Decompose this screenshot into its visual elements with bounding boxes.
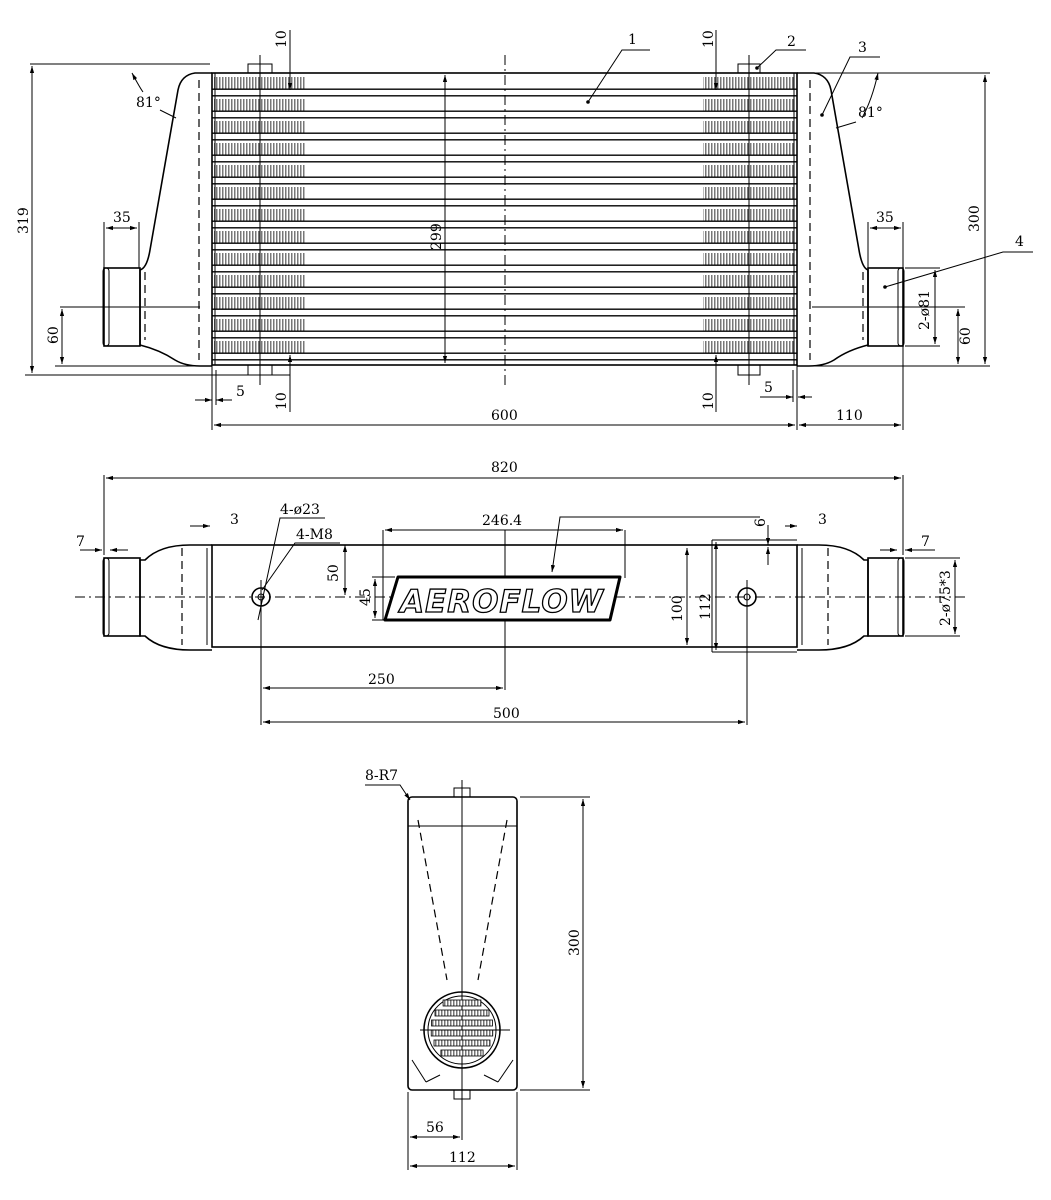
dim-tank-height: 300	[967, 205, 983, 232]
top-view: AEROFLOW 820 3 7 4	[75, 460, 965, 725]
dim-right-step: 3	[818, 512, 827, 528]
dim-mount-thread: 4-M8	[296, 527, 333, 543]
core-outline	[211, 72, 798, 366]
side-fin-row	[430, 1029, 494, 1037]
dim-half-depth: 56	[426, 1120, 444, 1136]
side-view: 8-R7 300 56 112	[365, 768, 590, 1170]
dim-overall-length: 820	[491, 460, 518, 476]
dim-inner-depth: 100	[670, 595, 686, 622]
dim-outlet-length: 35	[876, 210, 894, 226]
dim-bracket-top-right: 10	[701, 30, 717, 48]
dim-top-offset: 6	[753, 518, 769, 527]
dim-logo-offset: 50	[326, 564, 342, 582]
dim-bracket-bottom-right: 10	[701, 392, 717, 410]
dim-offset-left: 5	[236, 384, 245, 400]
dim-right-lip: 7	[921, 534, 930, 550]
dim-angle-left: 81°	[136, 95, 161, 111]
front-view: 1 2 3 4 10 10 81° 81° 319 35 60 5 10 299…	[16, 30, 1033, 430]
dim-inlet-length: 35	[113, 210, 131, 226]
dim-offset-right: 5	[764, 380, 773, 396]
side-fin-row	[434, 1009, 490, 1017]
dim-logo-height: 45	[358, 588, 374, 606]
dim-hole-to-center: 250	[368, 672, 395, 688]
dim-bracket-bottom-left: 10	[274, 392, 290, 410]
dim-mount-holes: 4-ø23	[280, 502, 320, 518]
dim-angle-right: 81°	[858, 105, 883, 121]
left-end-tank	[139, 72, 212, 367]
dim-left-lip: 7	[76, 534, 85, 550]
dim-bracket-top-left: 10	[274, 30, 290, 48]
dim-core-height: 299	[429, 223, 445, 250]
dim-pipe-spec: 2-ø75*3	[938, 570, 954, 626]
dim-hole-spacing: 500	[493, 706, 520, 722]
dim-overall-height: 319	[16, 207, 32, 234]
callout-4: 4	[1015, 234, 1024, 250]
callout-3: 3	[858, 40, 867, 56]
dim-outlet-diameter: 2-ø81	[917, 290, 933, 330]
side-fins	[430, 999, 494, 1057]
dim-side-depth: 112	[449, 1150, 476, 1166]
dim-inlet-height: 60	[46, 326, 62, 344]
callout-1: 1	[628, 32, 637, 48]
dim-core-width: 600	[491, 408, 518, 424]
dim-outlet-height: 60	[958, 327, 974, 345]
dim-corner-radius: 8-R7	[365, 768, 398, 784]
side-fin-row	[433, 1039, 491, 1047]
callout-2: 2	[787, 34, 796, 50]
dim-side-height: 300	[567, 929, 583, 956]
side-fin-row	[440, 1049, 484, 1057]
logo-text: AEROFLOW	[397, 584, 605, 620]
dim-left-step: 3	[230, 512, 239, 528]
dim-tank-width: 110	[836, 408, 863, 424]
side-fin-row	[431, 1019, 493, 1027]
dim-logo-width: 246.4	[482, 513, 522, 529]
side-fin-row	[442, 999, 482, 1007]
aeroflow-logo: AEROFLOW	[383, 575, 622, 622]
dim-outer-depth: 112	[698, 593, 714, 620]
